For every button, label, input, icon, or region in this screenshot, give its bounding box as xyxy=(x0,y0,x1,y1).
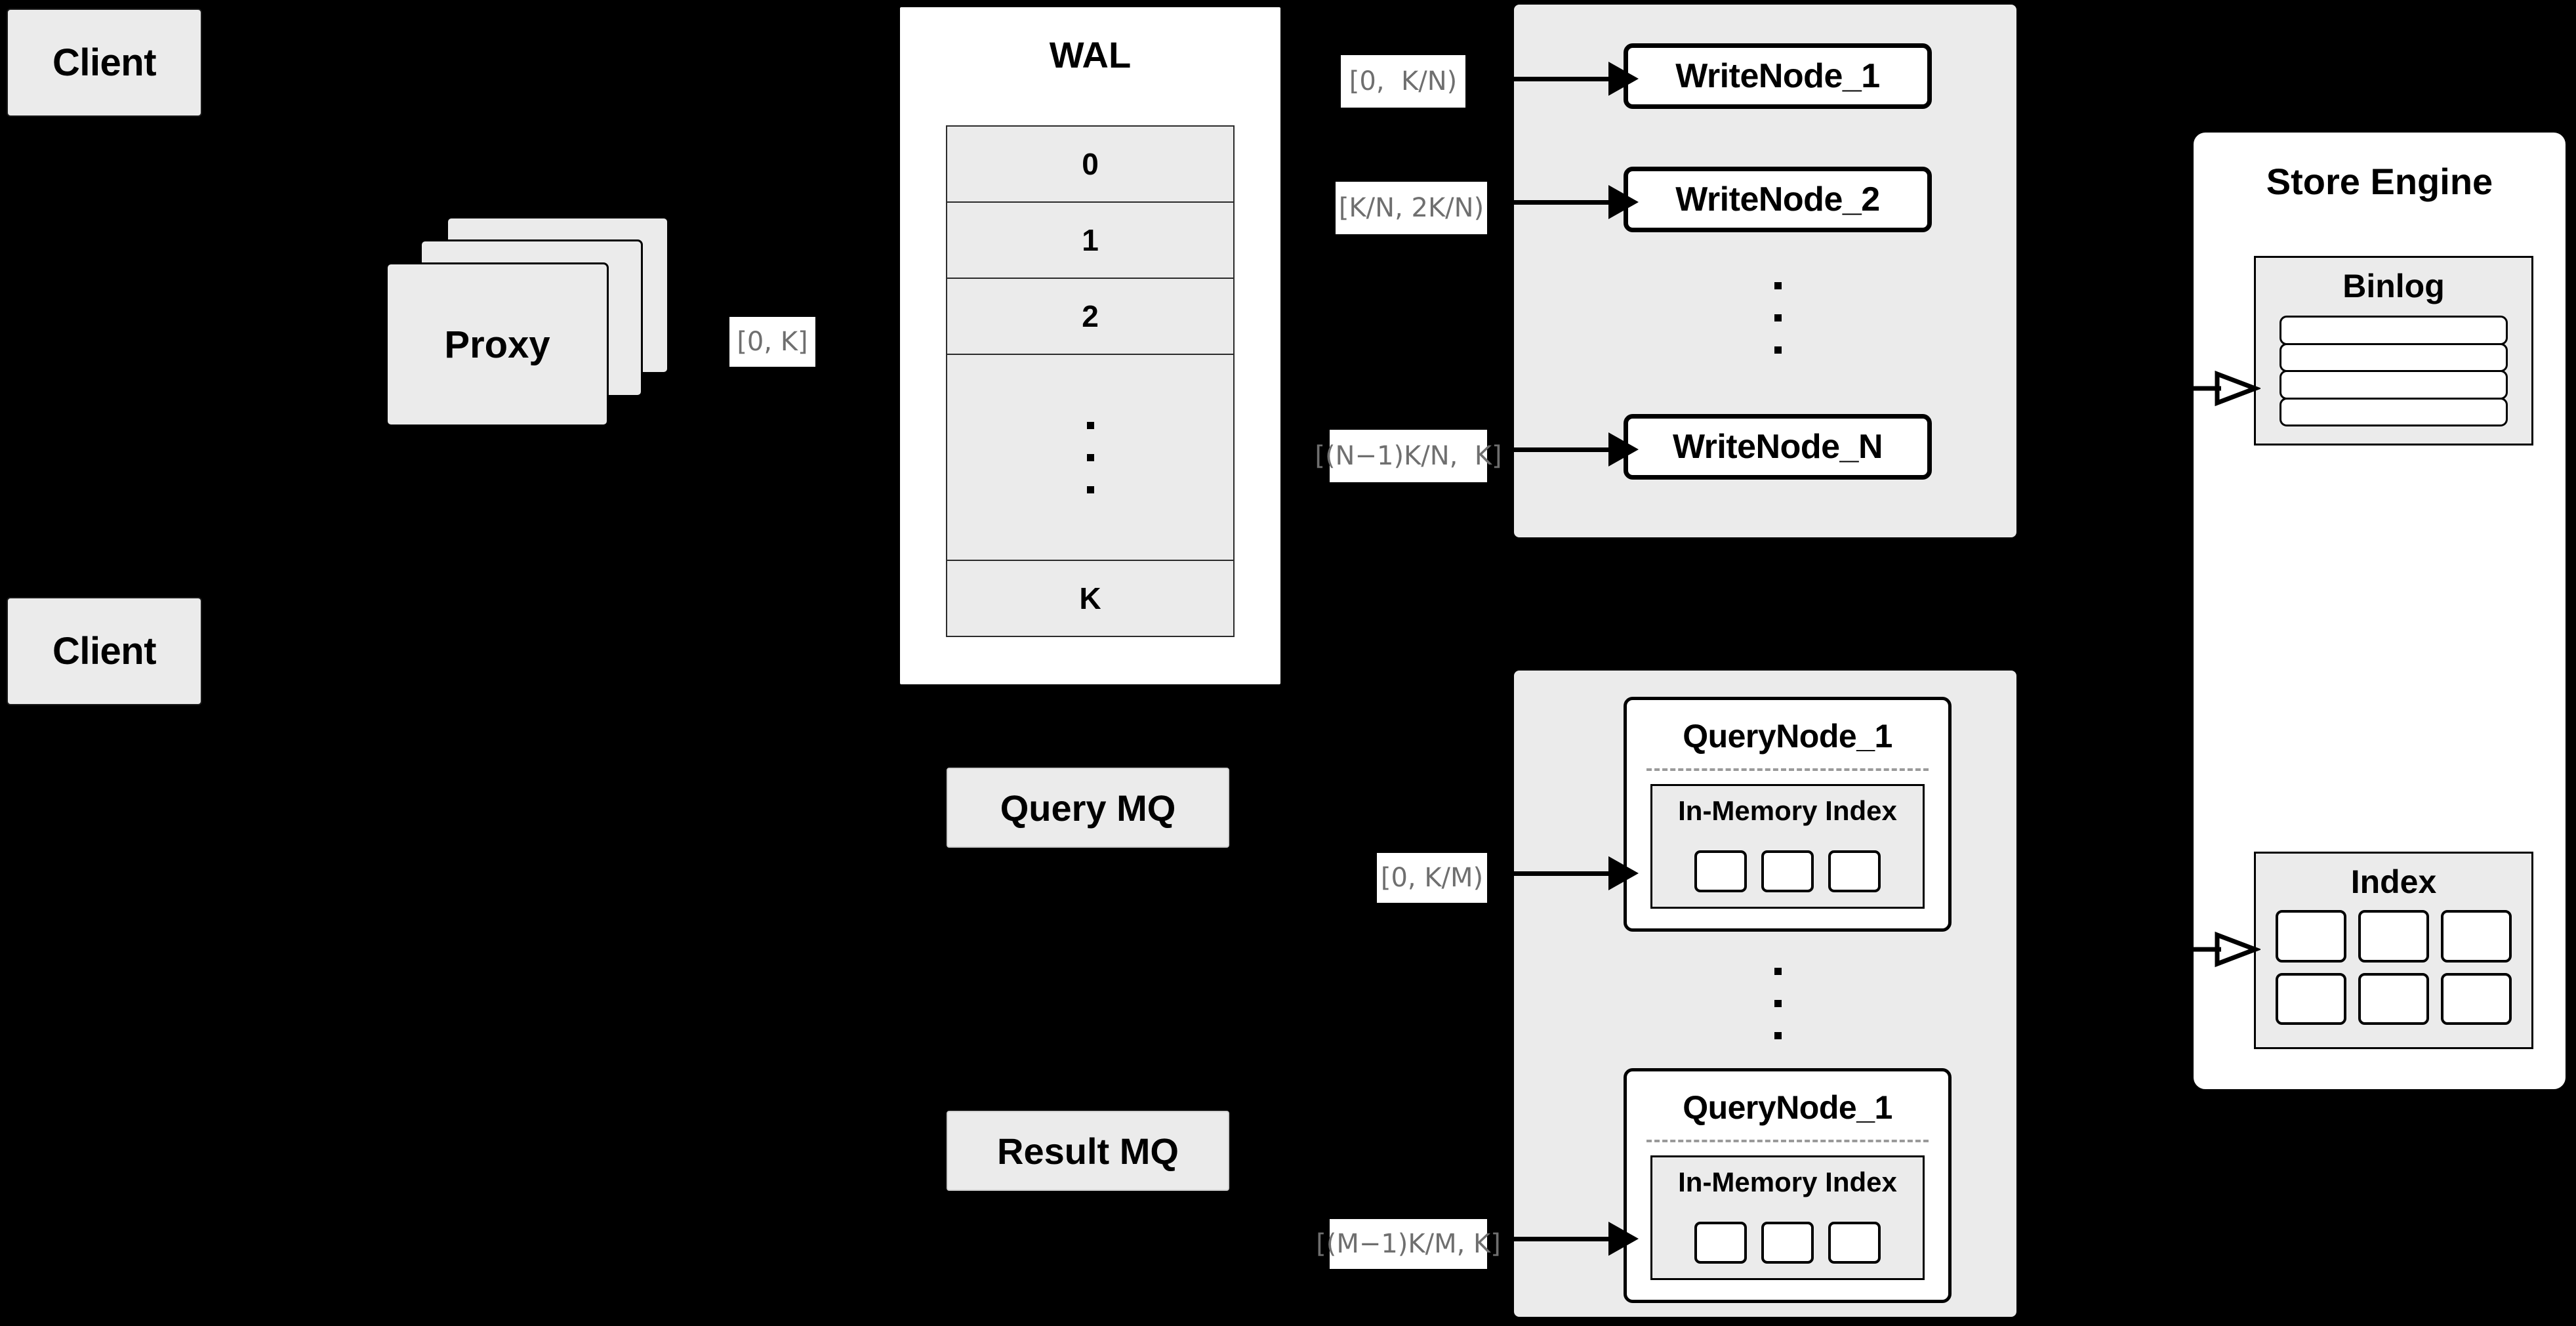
index-cell xyxy=(2276,910,2346,963)
write-arrow-head-2 xyxy=(1608,185,1639,219)
store-engine-title: Store Engine xyxy=(2266,161,2493,202)
query-arrow-line-1 xyxy=(1514,871,1614,876)
write-range-label-2: [K/N, 2K/N) xyxy=(1336,182,1487,234)
write-arrow-line-2 xyxy=(1514,200,1614,205)
write-node-label: WriteNode_N xyxy=(1672,428,1883,466)
query-range-label-1: [0, K/M) xyxy=(1377,853,1487,903)
write-arrow-line-n xyxy=(1514,447,1614,452)
write-node-cluster: WriteNode_1 WriteNode_2 WriteNode_N xyxy=(1514,5,2016,537)
client-label: Client xyxy=(52,41,157,84)
index-cell xyxy=(1694,1222,1747,1264)
query-node-title: QueryNode_1 xyxy=(1683,718,1892,755)
proxy-range-label: [0, K] xyxy=(729,317,815,367)
write-node-label: WriteNode_1 xyxy=(1675,57,1880,95)
wal-row: 0 xyxy=(947,127,1233,203)
index-title: Index xyxy=(2350,863,2437,900)
wal-panel: WAL 0 1 2 K xyxy=(897,5,1283,687)
binlog-title: Binlog xyxy=(2342,268,2445,304)
in-memory-index-cells xyxy=(1652,850,1923,892)
query-node-cluster: QueryNode_1 In-Memory Index QueryNode_1 … xyxy=(1514,671,2016,1317)
binlog-inbound-arrow xyxy=(2184,367,2260,409)
write-range-label-1: [0, K/N) xyxy=(1341,55,1465,108)
binlog-row xyxy=(2280,397,2508,426)
write-node-label: WriteNode_2 xyxy=(1675,180,1880,218)
proxy-label: Proxy xyxy=(444,323,550,366)
in-memory-index-panel: In-Memory Index xyxy=(1650,1155,1925,1280)
proxy-box[interactable]: Proxy xyxy=(386,262,609,426)
wal-row: K xyxy=(947,561,1233,636)
write-arrow-line-1 xyxy=(1514,77,1614,81)
query-mq-box[interactable]: Query MQ xyxy=(947,768,1229,848)
index-cell xyxy=(2358,910,2429,963)
index-cell xyxy=(2358,972,2429,1025)
write-node-1[interactable]: WriteNode_1 xyxy=(1624,43,1932,109)
index-cell xyxy=(1761,1222,1814,1264)
wal-row: 2 xyxy=(947,279,1233,355)
index-cell xyxy=(2276,972,2346,1025)
client-box-2[interactable]: Client xyxy=(7,597,202,705)
write-arrow-head-n xyxy=(1608,432,1639,466)
store-engine-panel: Store Engine Binlog Index xyxy=(2191,130,2568,1092)
query-cluster-ellipsis-icon xyxy=(1748,954,1807,1052)
client-box-1[interactable]: Client xyxy=(7,9,202,117)
query-node-separator xyxy=(1646,768,1929,771)
query-arrow-line-m xyxy=(1514,1237,1614,1241)
index-cell xyxy=(1828,850,1881,892)
index-cell xyxy=(1694,850,1747,892)
client-label: Client xyxy=(52,630,157,673)
query-node-title: QueryNode_1 xyxy=(1683,1089,1892,1126)
index-grid xyxy=(2276,910,2512,1025)
write-arrow-head-1 xyxy=(1608,62,1639,96)
query-mq-label: Query MQ xyxy=(1000,787,1176,829)
index-inbound-arrow xyxy=(2184,928,2260,970)
write-range-label-n: [(N−1)K/N, K] xyxy=(1315,430,1502,482)
binlog-row xyxy=(2280,342,2508,372)
result-mq-label: Result MQ xyxy=(997,1130,1179,1172)
index-cell xyxy=(2441,910,2512,963)
index-cell xyxy=(1828,1222,1881,1264)
index-cell xyxy=(2441,972,2512,1025)
write-node-n[interactable]: WriteNode_N xyxy=(1624,414,1932,480)
write-node-2[interactable]: WriteNode_2 xyxy=(1624,167,1932,232)
query-node-1[interactable]: QueryNode_1 In-Memory Index xyxy=(1624,697,1952,932)
index-panel: Index xyxy=(2254,852,2533,1049)
wal-row: 1 xyxy=(947,203,1233,279)
in-memory-index-cells xyxy=(1652,1222,1923,1264)
binlog-row xyxy=(2280,370,2508,400)
in-memory-index-title: In-Memory Index xyxy=(1678,795,1897,826)
query-arrow-head-1 xyxy=(1608,856,1639,890)
binlog-rows xyxy=(2280,316,2508,426)
query-arrow-head-m xyxy=(1608,1222,1639,1256)
wal-table: 0 1 2 K xyxy=(946,125,1235,637)
in-memory-index-panel: In-Memory Index xyxy=(1650,784,1925,909)
result-mq-box[interactable]: Result MQ xyxy=(947,1111,1229,1191)
in-memory-index-title: In-Memory Index xyxy=(1678,1167,1897,1197)
binlog-row xyxy=(2280,316,2508,345)
query-node-2[interactable]: QueryNode_1 In-Memory Index xyxy=(1624,1068,1952,1303)
wal-title: WAL xyxy=(1049,34,1132,75)
index-cell xyxy=(1761,850,1814,892)
binlog-panel: Binlog xyxy=(2254,256,2533,445)
write-cluster-ellipsis-icon xyxy=(1748,268,1807,367)
query-node-separator xyxy=(1646,1140,1929,1142)
query-range-label-m: [(M−1)K/M, K] xyxy=(1316,1219,1501,1269)
vertical-ellipsis-icon xyxy=(1086,421,1094,493)
wal-row-ellipsis xyxy=(947,355,1233,561)
